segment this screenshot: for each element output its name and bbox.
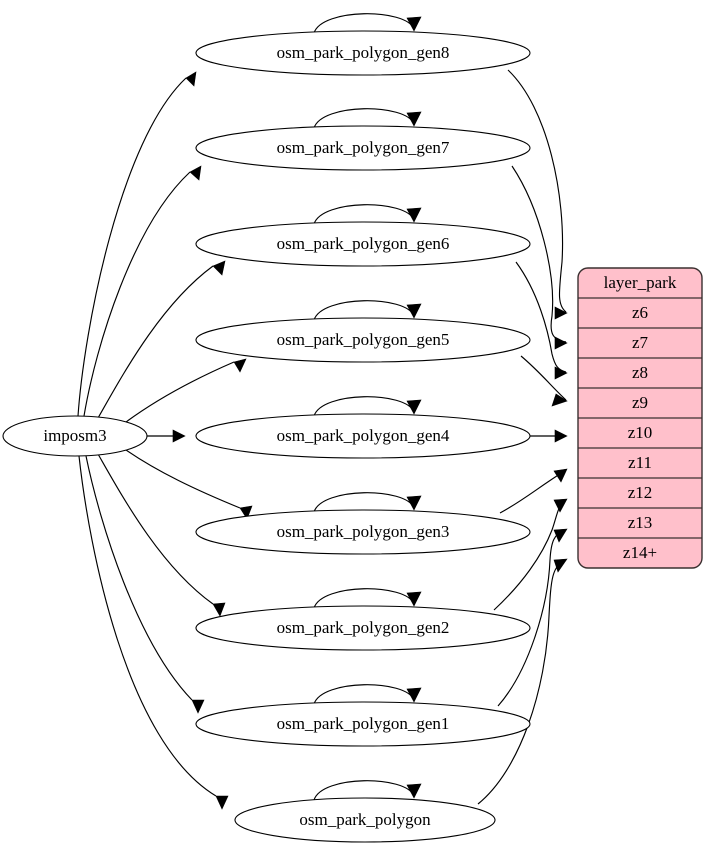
node-gen3-shape[interactable] [195,509,531,555]
self-loop-gen4 [313,396,422,417]
node-gen2[interactable]: osm_park_polygon_gen2 [195,605,531,651]
layer-park-table-border [577,267,703,569]
edge-base-to-z14plus [477,558,568,805]
edge-gen1-to-z13 [497,528,568,707]
node-gen2-label: osm_park_polygon_gen2 [277,618,450,637]
self-loop-gen3 [313,492,422,513]
node-gen4-label: osm_park_polygon_gen4 [277,426,450,445]
self-loop-gen5 [313,300,422,321]
edge-gen4-to-z10 [530,429,568,443]
edge-imposm3-to-gen5 [125,358,247,423]
layer-park-header-label: layer_park [604,273,677,292]
node-gen6-label: osm_park_polygon_gen6 [277,234,450,253]
node-gen1[interactable]: osm_park_polygon_gen1 [195,701,531,747]
node-gen5-shape[interactable] [195,317,531,363]
self-loop-gen2 [313,588,422,609]
edge-imposm3-to-gen1 [85,455,205,714]
node-gen8-label: osm_park_polygon_gen8 [277,43,450,62]
edge-imposm3-to-base [78,455,229,810]
node-gen7-shape[interactable] [195,125,531,171]
node-gen5-label: osm_park_polygon_gen5 [277,330,450,349]
self-loop-edges [313,13,422,801]
node-gen4-shape[interactable] [195,413,531,459]
table-row-z6[interactable]: z6 [632,303,648,322]
edge-imposm3-to-gen2 [97,453,226,617]
graph-nodes: imposm3 osm_park_polygon_gen8 osm_park_p… [2,30,531,843]
node-gen3[interactable]: osm_park_polygon_gen3 [195,509,531,555]
edge-gen8-to-z6 [507,69,568,320]
node-gen3-label: osm_park_polygon_gen3 [277,522,450,541]
node-base-shape[interactable] [234,797,496,843]
node-imposm3-label: imposm3 [43,426,106,445]
edge-gen7-to-z7 [511,165,568,350]
node-imposm3[interactable]: imposm3 [2,415,148,457]
node-gen6[interactable]: osm_park_polygon_gen6 [195,221,531,267]
table-row-z12[interactable]: z12 [628,483,653,502]
node-gen7[interactable]: osm_park_polygon_gen7 [195,125,531,171]
edge-imposm3-to-gen8 [77,71,197,417]
edge-imposm3-to-gen6 [97,260,226,419]
node-gen4[interactable]: osm_park_polygon_gen4 [195,413,531,459]
table-row-z10[interactable]: z10 [628,423,653,442]
table-row-z9[interactable]: z9 [632,393,648,412]
node-base[interactable]: osm_park_polygon [234,797,496,843]
layer-park-header-cell[interactable]: layer_park [604,273,677,292]
layer-park-table[interactable]: layer_park z6 z7 z8 z9 z10 [577,267,703,569]
node-imposm3-shape[interactable] [2,415,148,457]
edges-from-source [77,71,253,810]
edges-to-layer-table [477,69,568,805]
node-gen8-shape[interactable] [195,30,531,76]
node-gen5[interactable]: osm_park_polygon_gen5 [195,317,531,363]
layer-park-rows[interactable]: z6 z7 z8 z9 z10 z11 z12 z13 z14+ [623,303,657,562]
node-gen2-shape[interactable] [195,605,531,651]
node-gen1-shape[interactable] [195,701,531,747]
edge-gen6-to-z8 [515,261,568,380]
node-gen1-label: osm_park_polygon_gen1 [277,714,450,733]
node-gen6-shape[interactable] [195,221,531,267]
table-row-z11[interactable]: z11 [628,453,652,472]
self-loop-gen7 [313,108,422,129]
table-row-z8[interactable]: z8 [632,363,648,382]
node-gen8[interactable]: osm_park_polygon_gen8 [195,30,531,76]
table-row-z7[interactable]: z7 [632,333,649,352]
table-row-z13[interactable]: z13 [628,513,653,532]
edge-imposm3-to-gen3 [125,449,253,520]
edge-imposm3-to-gen7 [83,165,202,417]
node-gen7-label: osm_park_polygon_gen7 [277,138,450,157]
self-loop-gen6 [313,204,422,225]
self-loop-gen1 [313,684,422,705]
self-loop-gen8 [313,13,422,34]
edge-gen2-to-z12 [493,498,568,611]
edge-imposm3-to-gen4 [147,429,186,443]
layer-park-row-dividers [578,297,702,539]
edge-gen3-to-z11 [499,468,568,514]
node-base-label: osm_park_polygon [299,810,431,829]
table-row-z14-plus[interactable]: z14+ [623,543,657,562]
self-loop-base [313,780,422,801]
edge-gen5-to-z9 [520,355,568,407]
